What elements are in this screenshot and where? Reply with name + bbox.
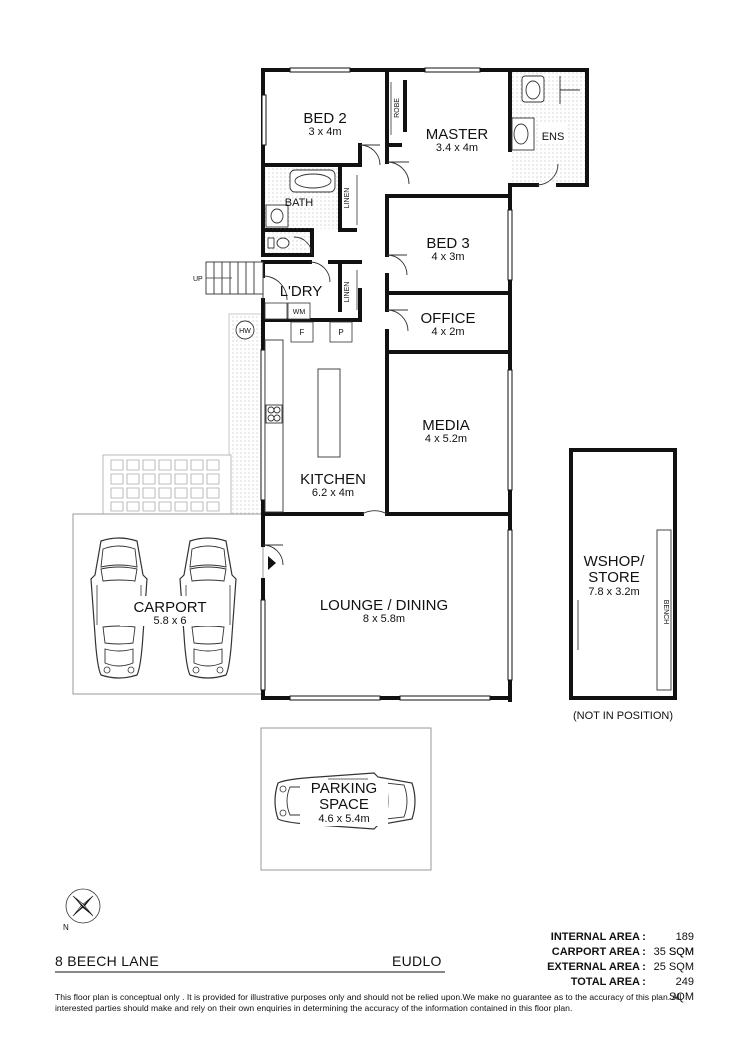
- laundry-fixtures: [264, 302, 353, 343]
- address-street: 8 BEECH LANE: [55, 953, 159, 969]
- room-label-parking-2: SPACE: [319, 796, 369, 813]
- area-value: 249 SQM: [668, 976, 694, 1003]
- room-label-bed3: BED 3: [426, 235, 469, 252]
- house-walls: [261, 68, 589, 702]
- carport-label-bg: [120, 596, 220, 626]
- door-swings: [262, 144, 559, 566]
- room-label-linen2: LINEN: [344, 282, 351, 303]
- kitchen-benches: [264, 339, 341, 513]
- room-dim-media: 4 x 5.2m: [425, 433, 467, 445]
- room-dim-wshop: 7.8 x 3.2m: [588, 586, 639, 598]
- room-label-wshop-1: WSHOP/: [584, 553, 646, 570]
- room-label-kitchen: KITCHEN: [300, 471, 366, 488]
- parking-label-bg: [300, 780, 388, 826]
- area-row-internal: INTERNAL AREA:189 SQM: [520, 930, 694, 958]
- bath-fixtures: [265, 167, 338, 253]
- room-label-office: OFFICE: [421, 310, 476, 327]
- area-row-external: EXTERNAL AREA:25 SQM: [520, 960, 694, 975]
- room-label-linen1: LINEN: [344, 188, 351, 209]
- compass-icon: [65, 888, 101, 924]
- compass-north-label: N: [63, 923, 69, 932]
- room-label-parking-1: PARKING: [311, 780, 377, 797]
- area-value: 35 SQM: [653, 946, 694, 958]
- room-dim-carport: 5.8 x 6: [153, 615, 186, 627]
- wshop-note: (NOT IN POSITION): [573, 710, 673, 722]
- room-label-ldry: L'DRY: [280, 283, 323, 300]
- bench-label: BENCH: [662, 600, 669, 625]
- pavers: [102, 454, 232, 516]
- room-dim-parking: 4.6 x 5.4m: [318, 813, 369, 825]
- bench: [656, 529, 672, 691]
- hw-label: HW: [239, 328, 251, 335]
- address-suburb: EUDLO: [392, 953, 442, 969]
- room-label-robe: ROBE: [394, 98, 401, 118]
- area-summary: INTERNAL AREA:189 SQM CARPORT AREA:35 SQ…: [520, 930, 694, 1003]
- fridge-label: F: [300, 328, 305, 337]
- room-label-master: MASTER: [426, 126, 489, 143]
- room-label-lounge: LOUNGE / DINING: [320, 597, 448, 614]
- room-label-bath: BATH: [285, 197, 314, 209]
- area-value: 189 SQM: [668, 931, 694, 958]
- room-dim-master: 3.4 x 4m: [436, 142, 478, 154]
- area-row-total: TOTAL AREA:249 SQM: [520, 975, 694, 1003]
- room-label-carport: CARPORT: [133, 599, 206, 616]
- area-label: INTERNAL AREA: [550, 931, 640, 943]
- shelving: [356, 82, 392, 310]
- room-label-ens: ENS: [542, 131, 565, 143]
- pantry-label: P: [338, 328, 343, 337]
- ensuite-fixtures: [511, 72, 585, 184]
- windows: [260, 67, 513, 701]
- room-dim-bed2: 3 x 4m: [308, 126, 341, 138]
- stairs-up-label: UP: [193, 276, 203, 283]
- room-label-media: MEDIA: [422, 417, 470, 434]
- room-dim-bed3: 4 x 3m: [431, 251, 464, 263]
- room-dim-kitchen: 6.2 x 4m: [312, 487, 354, 499]
- area-label: CARPORT AREA: [551, 946, 640, 958]
- area-label: TOTAL AREA: [570, 976, 640, 988]
- hot-water-unit: [235, 320, 255, 340]
- area-row-carport: CARPORT AREA:35 SQM: [520, 945, 694, 960]
- room-label-bed2: BED 2: [303, 110, 346, 127]
- room-dim-lounge: 8 x 5.8m: [363, 613, 405, 625]
- entry-arrow: [268, 556, 276, 570]
- room-dim-office: 4 x 2m: [431, 326, 464, 338]
- area-label: EXTERNAL AREA: [547, 961, 640, 973]
- area-value: 25 SQM: [653, 961, 694, 973]
- side-path: [228, 313, 264, 515]
- disclaimer-text: This floor plan is conceptual only . It …: [55, 992, 682, 1013]
- wm-label: WM: [293, 309, 306, 316]
- room-label-wshop-2: STORE: [588, 569, 639, 586]
- entry-stairs: [205, 261, 264, 295]
